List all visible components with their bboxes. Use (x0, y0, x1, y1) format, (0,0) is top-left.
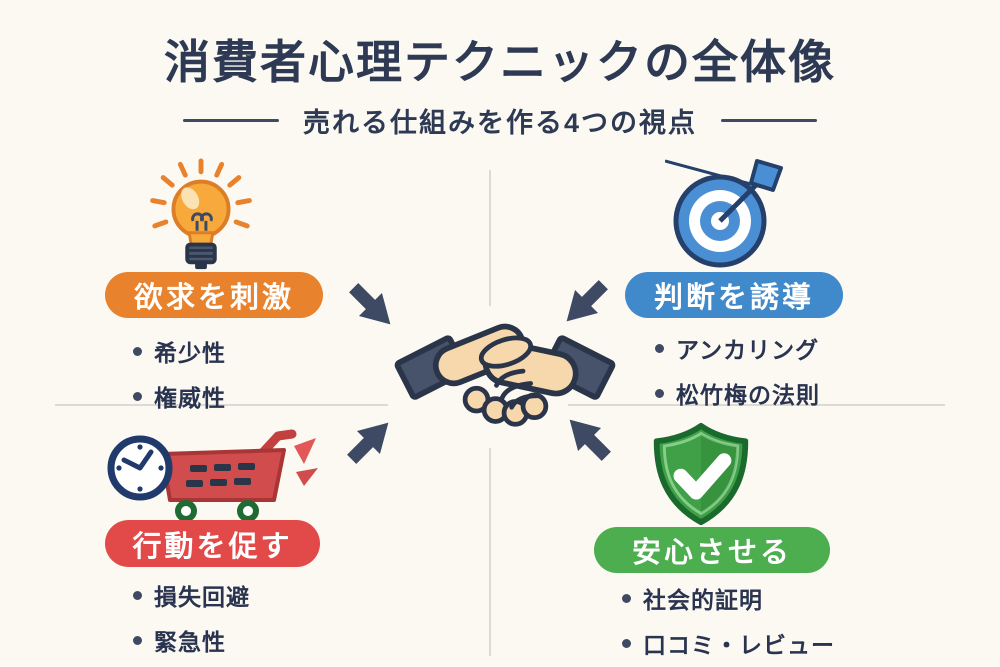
arrow-bottom-left-icon (347, 422, 389, 464)
list-item: 緊急性 (133, 623, 250, 657)
list-item: 口コミ・レビュー (622, 626, 835, 660)
label-stimulate-desire-text: 欲求を刺激 (133, 282, 294, 314)
subtitle-rule-left (182, 118, 279, 122)
arrow-bottom-right-icon (569, 419, 611, 461)
list-item-text: 希少性 (154, 340, 226, 366)
subtitle-rule-right (721, 118, 817, 122)
page-subtitle: 売れる仕組みを作る4つの視点 (302, 107, 697, 138)
label-guide-decision-text: 判断を誘導 (653, 282, 814, 314)
list-item: 松竹梅の法則 (655, 376, 820, 410)
divider-vertical-top (489, 170, 491, 306)
bullet-dot (133, 635, 142, 645)
lightbulb-icon (150, 158, 252, 270)
list-item-text: 権威性 (154, 385, 226, 411)
list-item-text: 緊急性 (154, 629, 226, 655)
label-reassure-text: 安心させる (631, 537, 792, 569)
arrow-top-right-icon (566, 280, 608, 322)
divider-vertical-bottom (489, 448, 491, 656)
label-reassure: 安心させる (594, 527, 830, 573)
list-item: 社会的証明 (622, 581, 835, 615)
divider-horizontal-right (568, 404, 945, 406)
list-item-text: 社会的証明 (643, 587, 763, 613)
list-reassure: 社会的証明 口コミ・レビュー (622, 581, 835, 660)
page-title: 消費者心理テクニックの全体像 (164, 36, 836, 88)
list-item-text: アンカリング (676, 337, 820, 363)
label-guide-decision: 判断を誘導 (625, 272, 843, 318)
list-item: 権威性 (133, 379, 226, 413)
shield-check-icon (653, 422, 749, 526)
arrow-top-left-icon (349, 283, 391, 325)
list-item-text: 口コミ・レビュー (643, 632, 835, 658)
bullet-dot (622, 638, 631, 648)
list-stimulate-desire: 希少性 権威性 (133, 334, 226, 413)
target-dart-icon (665, 159, 783, 268)
bullet-dot (655, 343, 664, 353)
label-prompt-action-text: 行動を促す (132, 530, 293, 563)
bullet-dot (133, 590, 142, 600)
clock-cart-icon (107, 429, 318, 522)
subtitle-row: 売れる仕組みを作る4つの視点 (0, 102, 1000, 138)
list-guide-decision: アンカリング 松竹梅の法則 (655, 331, 820, 410)
divider-horizontal-left (55, 404, 388, 406)
list-item: 希少性 (133, 334, 226, 368)
label-prompt-action: 行動を促す (105, 520, 320, 567)
label-stimulate-desire: 欲求を刺激 (105, 272, 323, 318)
bullet-dot (655, 388, 664, 398)
bullet-dot (133, 391, 142, 401)
list-item: アンカリング (655, 331, 820, 365)
list-prompt-action: 損失回避 緊急性 (133, 578, 250, 657)
list-item-text: 松竹梅の法則 (676, 382, 820, 408)
handshake-icon (394, 323, 616, 427)
bullet-dot (622, 593, 631, 603)
bullet-dot (133, 346, 142, 356)
list-item: 損失回避 (133, 578, 250, 612)
list-item-text: 損失回避 (154, 584, 250, 610)
